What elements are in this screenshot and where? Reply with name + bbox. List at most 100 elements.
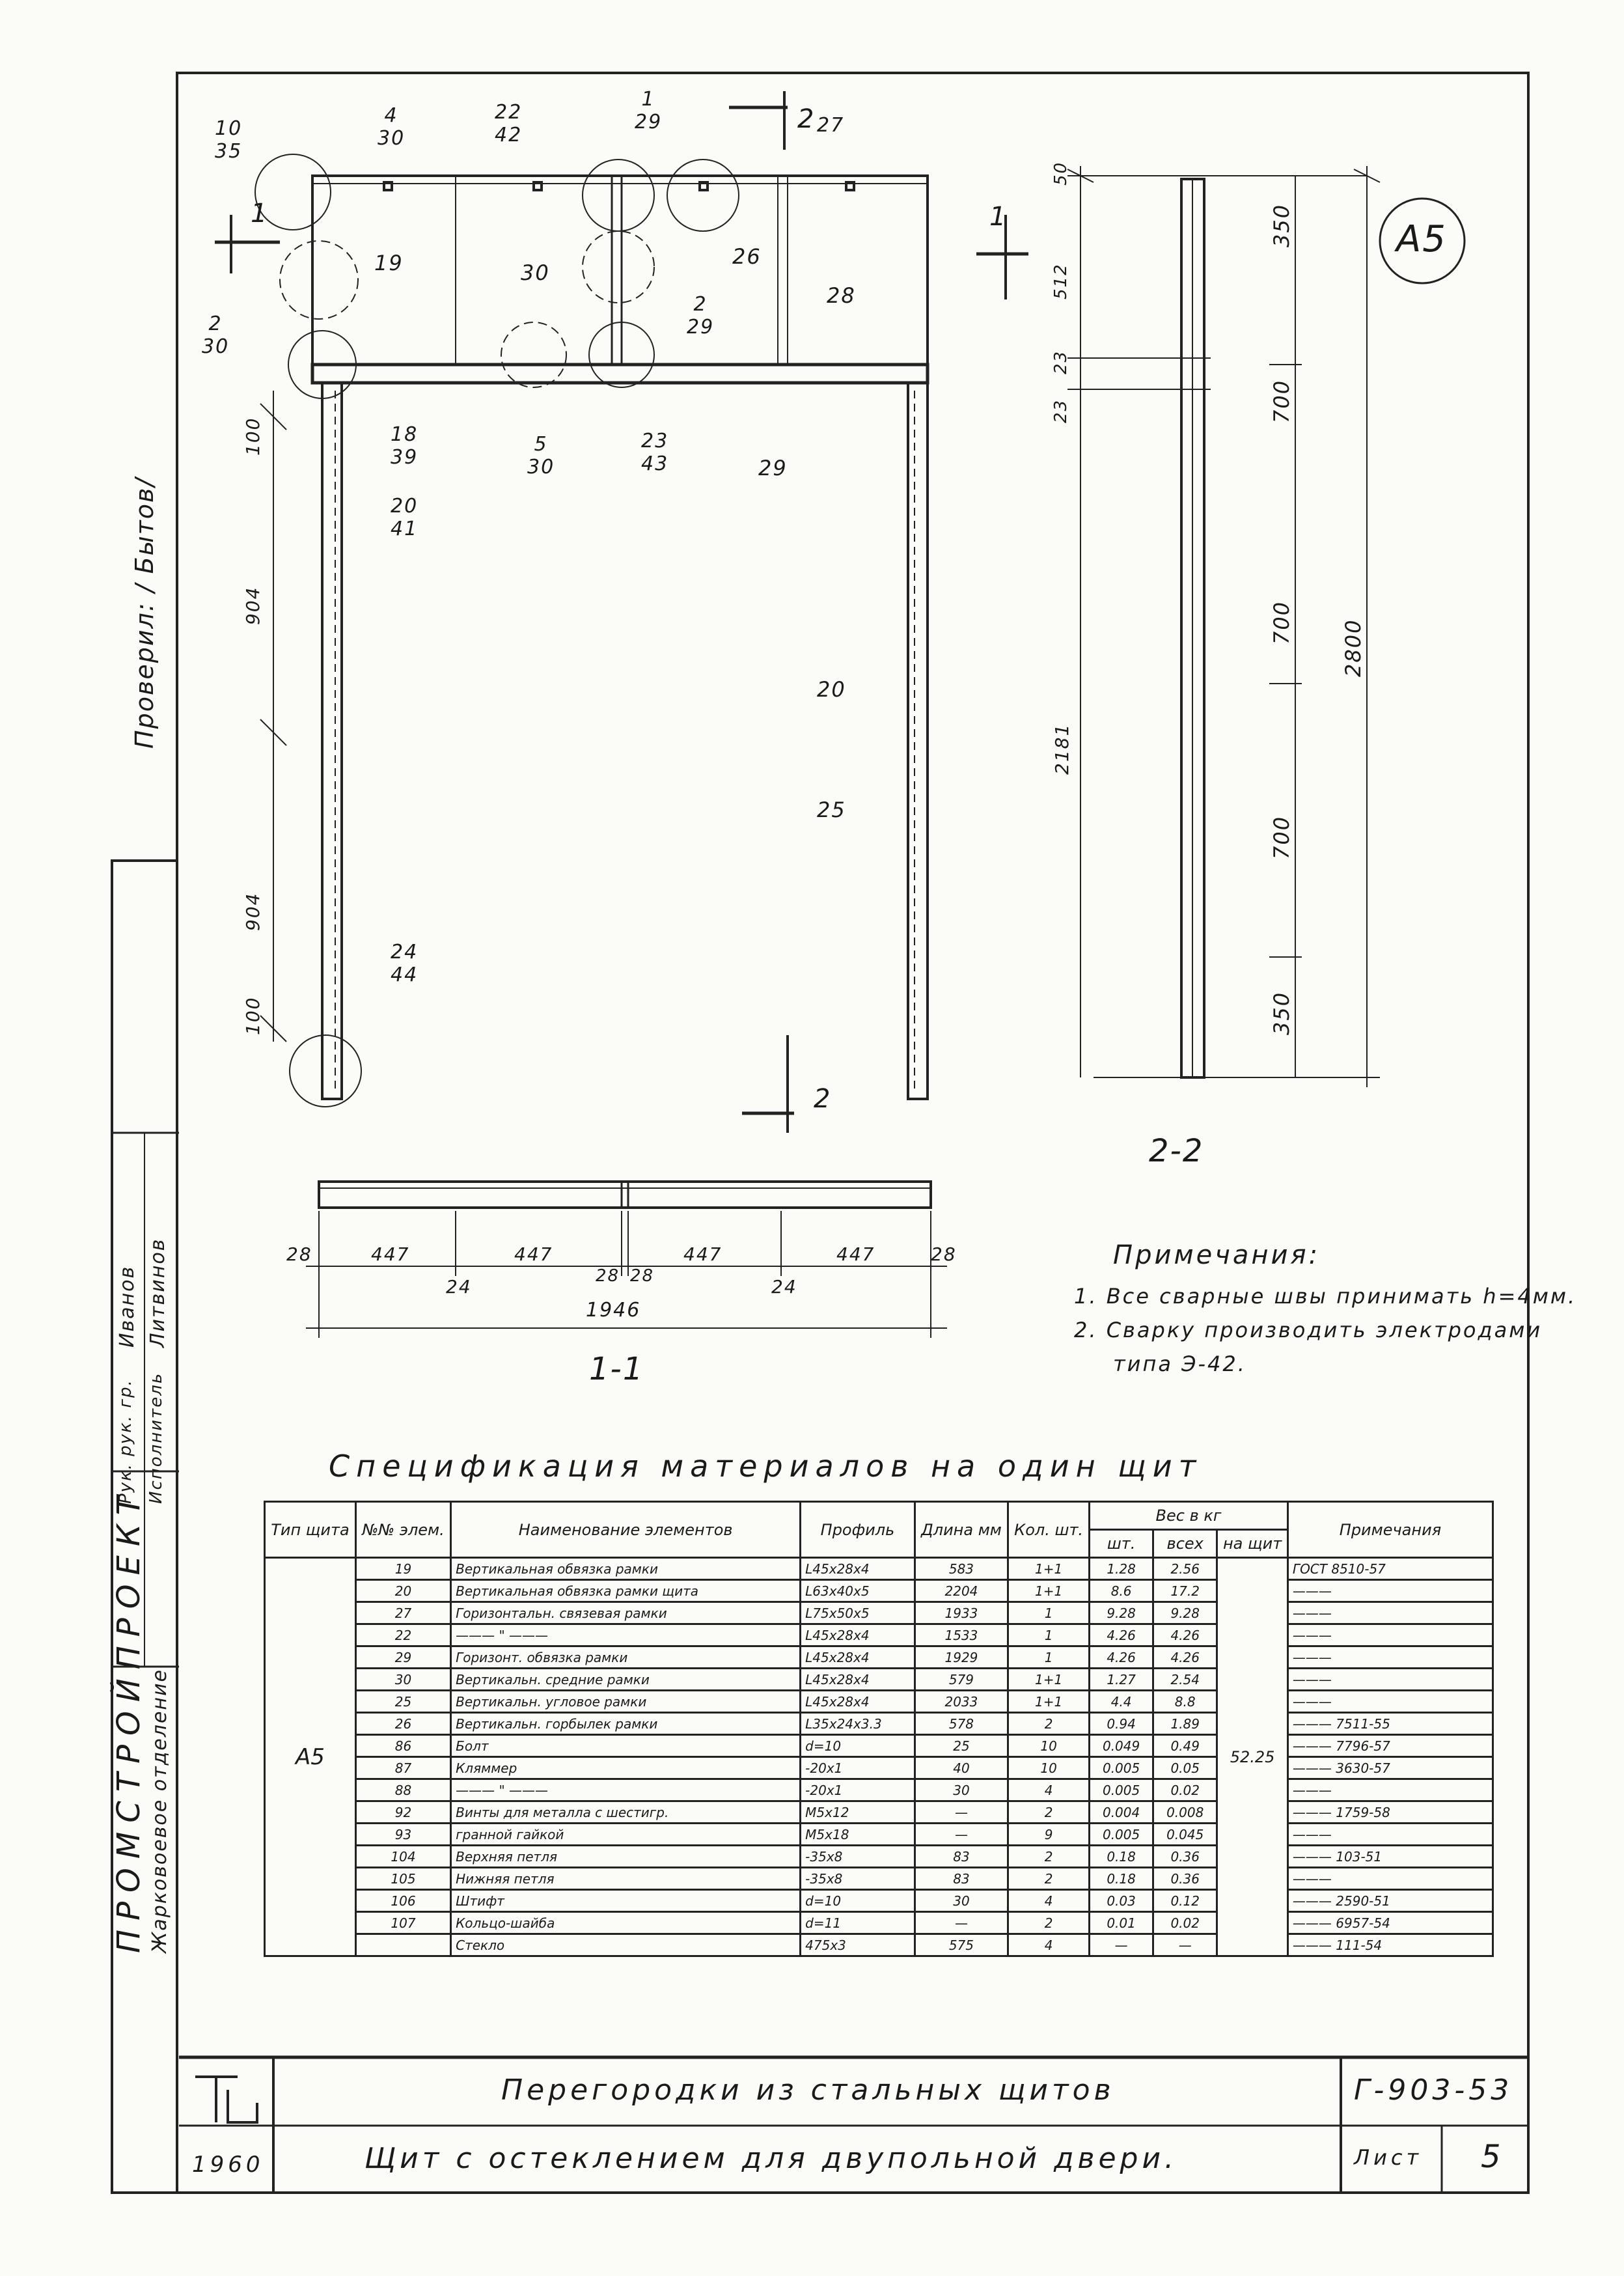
cell-qty: 2 <box>1007 1712 1091 1736</box>
cell-qty: 1 <box>1007 1645 1091 1669</box>
cell-weight-unit: 0.94 <box>1088 1712 1155 1736</box>
cell-note: ——— 2590-51 <box>1286 1889 1494 1913</box>
cell-num: 20 <box>354 1579 452 1603</box>
cell-profile: -35x8 <box>799 1844 916 1868</box>
cell-note: ——— <box>1286 1778 1494 1802</box>
side-dim-23-a: 23 <box>1051 350 1071 374</box>
cell-num: 104 <box>354 1844 452 1868</box>
side-dim-700-a: 700 <box>1269 379 1294 423</box>
cell-profile: -20x1 <box>799 1778 916 1802</box>
col-w-total: на щит <box>1216 1529 1289 1559</box>
sheet-number: 5 <box>1481 2139 1505 2175</box>
cell-num: 86 <box>354 1734 452 1758</box>
cell-length: 30 <box>913 1889 1010 1913</box>
col-name: Наименование элементов <box>450 1501 802 1559</box>
plan-dim-24-left: 24 <box>446 1276 472 1298</box>
cell-name: Горизонтальн. связевая рамки <box>450 1601 802 1625</box>
cell-note: ——— 3630-57 <box>1286 1756 1494 1780</box>
cell-weight-all: 0.008 <box>1152 1800 1218 1824</box>
cell-length: 578 <box>913 1712 1010 1736</box>
cell-profile: -35x8 <box>799 1867 916 1891</box>
plan-dim-447-c: 447 <box>683 1243 723 1265</box>
cell-num: 106 <box>354 1889 452 1913</box>
notes-block: Примечания: 1. Все сварные швы принимать… <box>1074 1240 1576 1381</box>
cell-weight-unit: 0.01 <box>1088 1911 1155 1935</box>
cell-name: ——— " ——— <box>450 1778 802 1802</box>
cell-weight-unit: — <box>1088 1933 1155 1957</box>
cell-profile: L75x50x5 <box>799 1601 916 1625</box>
cell-num: 92 <box>354 1800 452 1824</box>
side-dim-2800: 2800 <box>1341 618 1366 677</box>
cell-num: 93 <box>354 1822 452 1846</box>
cell-qty: 10 <box>1007 1734 1091 1758</box>
cell-profile: -20x1 <box>799 1756 916 1780</box>
side-dim-23-b: 23 <box>1051 398 1071 423</box>
cell-name: Стекло <box>450 1933 802 1957</box>
cell-num: 30 <box>354 1667 452 1691</box>
cell-note: ——— 1759-58 <box>1286 1800 1494 1824</box>
cell-name: Штифт <box>450 1889 802 1913</box>
cell-num: 88 <box>354 1778 452 1802</box>
callout-28: 28 <box>827 283 856 308</box>
plan-dim-28-left: 28 <box>286 1243 312 1265</box>
cell-num <box>354 1933 452 1957</box>
cell-weight-all: 0.36 <box>1152 1867 1218 1891</box>
cell-weight-all: 0.49 <box>1152 1734 1218 1758</box>
cell-name: гранной гайкой <box>450 1822 802 1846</box>
cell-qty: 1 <box>1007 1623 1091 1647</box>
cell-length: 1933 <box>913 1601 1010 1625</box>
cell-note: ——— 7511-55 <box>1286 1712 1494 1736</box>
cell-weight-unit: 8.6 <box>1088 1579 1155 1603</box>
plan-dim-1946: 1946 <box>586 1299 641 1322</box>
cell-weight-all: 4.26 <box>1152 1645 1218 1669</box>
cell-qty: 2 <box>1007 1844 1091 1868</box>
section-mark-1-right: 1 <box>989 202 1008 232</box>
sheet-badge: A5 <box>1396 218 1447 260</box>
cell-length: 579 <box>913 1667 1010 1691</box>
plan-dim-447-a: 447 <box>371 1243 410 1265</box>
cell-name: Вертикальн. средние рамки <box>450 1667 802 1691</box>
side-dim-350-top: 350 <box>1269 203 1294 247</box>
drawing-year: 1960 <box>192 2152 264 2178</box>
col-num: №№ элем. <box>354 1501 452 1559</box>
cell-weight-unit: 1.27 <box>1088 1667 1155 1691</box>
cell-weight-all: 2.54 <box>1152 1667 1218 1691</box>
elev-dim-100-bottom: 100 <box>242 996 264 1035</box>
cell-qty: 2 <box>1007 1911 1091 1935</box>
cell-name: Вертикальная обвязка рамки <box>450 1557 802 1581</box>
cell-name: Винты для металла с шестигр. <box>450 1800 802 1824</box>
cell-weight-all: 0.05 <box>1152 1756 1218 1780</box>
cell-qty: 2 <box>1007 1867 1091 1891</box>
col-type: Тип щита <box>264 1501 357 1559</box>
margin-strip <box>111 859 178 2194</box>
notes-title: Примечания: <box>1113 1240 1321 1270</box>
cell-weight-all: 4.26 <box>1152 1623 1218 1647</box>
spec-table: Тип щита №№ элем. Наименование элементов… <box>264 1501 1494 1957</box>
cell-num: 87 <box>354 1756 452 1780</box>
cell-name: Болт <box>450 1734 802 1758</box>
section-mark-2-bottom: 2 <box>814 1084 832 1114</box>
cell-note: ——— <box>1286 1623 1494 1647</box>
left-post <box>321 382 343 1100</box>
elev-dim-100-top: 100 <box>242 417 264 456</box>
plan-dim-447-b: 447 <box>514 1243 553 1265</box>
cell-qty: 1+1 <box>1007 1689 1091 1714</box>
cell-length: 2033 <box>913 1689 1010 1714</box>
col-note: Примечания <box>1286 1501 1494 1559</box>
cell-length: — <box>913 1911 1010 1935</box>
cell-qty: 2 <box>1007 1800 1091 1824</box>
cell-length: 83 <box>913 1867 1010 1891</box>
